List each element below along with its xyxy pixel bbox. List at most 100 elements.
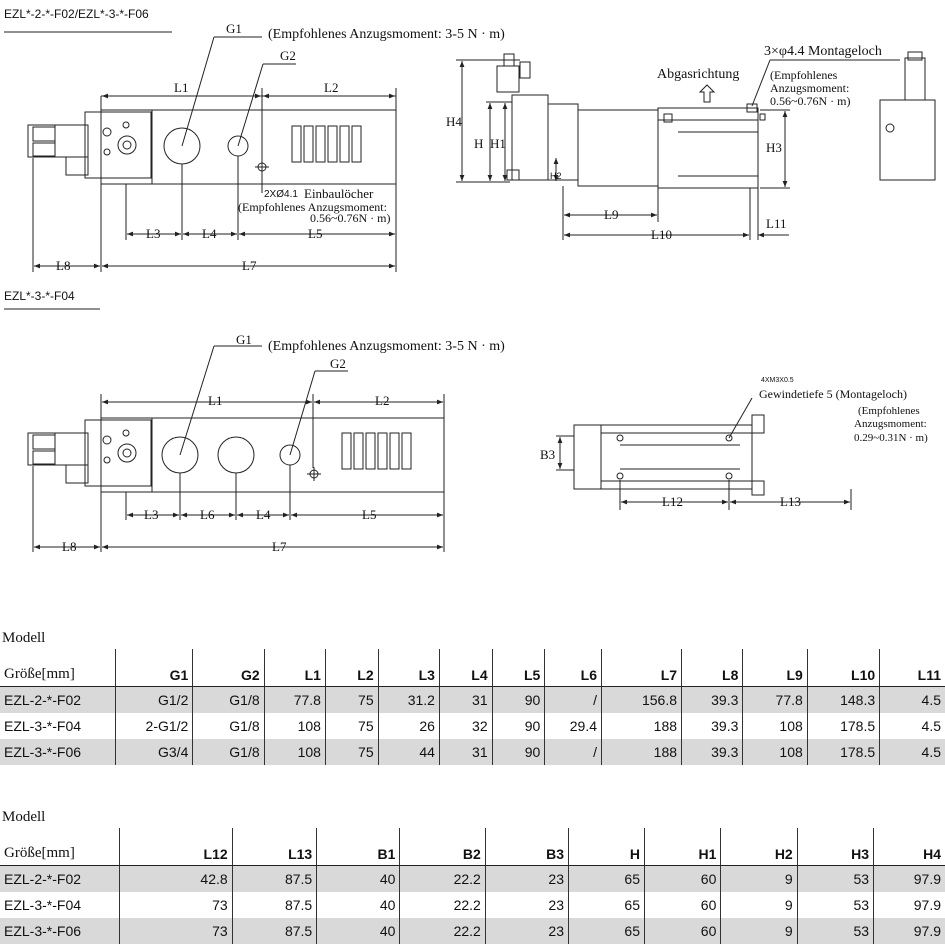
- dim-l9: L9: [604, 207, 618, 222]
- label-exhaust: Abgasrichtung: [657, 67, 739, 82]
- table-cell: 22.2: [399, 892, 486, 918]
- dim-l3: L3: [144, 507, 158, 522]
- table-cell: 178.5: [806, 739, 880, 765]
- dim-l5: L5: [308, 226, 322, 241]
- dim-l8: L8: [62, 539, 76, 554]
- dim-h3: H3: [766, 140, 782, 155]
- table-cell: 42.8: [118, 865, 233, 892]
- table-cell: 26: [377, 713, 440, 739]
- caption-top-view-1: EZL*-2-*-F02/EZL*-3-*-F06: [4, 7, 149, 21]
- table-cell: 9: [720, 892, 798, 918]
- table-cell: 23: [484, 918, 569, 944]
- table-cell: 29.4: [544, 713, 602, 739]
- table-cell: 65: [567, 918, 645, 944]
- column-header: H1: [643, 828, 721, 866]
- label-thread: 4XM3X0.5: [761, 377, 794, 384]
- table-cell: 44: [377, 739, 440, 765]
- table-cell: 97.9: [873, 918, 945, 944]
- column-header: L6: [544, 649, 602, 687]
- table-cell: 53: [796, 865, 874, 892]
- table-cell: 148.3: [806, 686, 880, 713]
- table-cell: 75: [324, 739, 379, 765]
- column-header: L13: [231, 828, 317, 866]
- label-torque-2: Anzugsmoment:: [770, 81, 849, 95]
- column-header: B2: [399, 828, 486, 866]
- table-cell: 53: [796, 918, 874, 944]
- label-g1: G1: [236, 332, 252, 347]
- column-header: L7: [601, 649, 682, 687]
- table-cell: 75: [324, 713, 379, 739]
- table-cell: 9: [720, 865, 798, 892]
- label-torque: (Empfohlenes Anzugsmoment: 3-5 N · m): [268, 27, 505, 42]
- dim-l1: L1: [208, 393, 222, 408]
- column-header: L2: [324, 649, 379, 687]
- table-cell: /: [544, 739, 602, 765]
- dim-h: H: [474, 136, 483, 151]
- table-cell: EZL-3-*-F06: [0, 918, 120, 944]
- table-cell: 178.5: [806, 713, 880, 739]
- column-header: L8: [681, 649, 743, 687]
- label-torque-2: Anzugsmoment:: [854, 418, 927, 430]
- dim-l7: L7: [242, 258, 257, 273]
- dim-l12: L12: [662, 494, 683, 509]
- dim-l5: L5: [362, 507, 376, 522]
- table-cell: 75: [324, 686, 379, 713]
- table-cell: 4.5: [879, 739, 945, 765]
- table-cell: 53: [796, 892, 874, 918]
- column-header: L5: [491, 649, 545, 687]
- table-cell: 60: [643, 918, 721, 944]
- column-header: B1: [316, 828, 400, 866]
- label-torque-1: (Empfohlenes: [770, 68, 838, 82]
- dim-l8: L8: [56, 258, 70, 273]
- table-cell: 77.8: [263, 686, 326, 713]
- bottom-view: [556, 397, 852, 510]
- column-header: Größe[mm]: [0, 828, 120, 866]
- column-header: L1: [263, 649, 326, 687]
- column-header: L4: [438, 649, 493, 687]
- table-cell: 108: [263, 739, 326, 765]
- table-cell: G1/8: [192, 686, 265, 713]
- dim-l10: L10: [651, 227, 672, 242]
- label-g1: G1: [226, 21, 242, 36]
- vent-slots: [341, 432, 412, 470]
- top-view-1: [4, 31, 397, 272]
- column-header: L9: [742, 649, 808, 687]
- column-header: H: [567, 828, 645, 866]
- dim-h1: H1: [490, 136, 506, 151]
- table-cell: 90: [491, 739, 545, 765]
- dim-l13: L13: [780, 494, 801, 509]
- vent-slots: [291, 125, 362, 163]
- table-cell: 39.3: [681, 713, 743, 739]
- table-cell: 73: [118, 918, 233, 944]
- table1-caption: Modell: [2, 630, 46, 646]
- table-cell: 40: [316, 865, 400, 892]
- table-cell: 188: [601, 739, 682, 765]
- dim-l6: L6: [200, 507, 215, 522]
- table-cell: EZL-3-*-F04: [4, 897, 82, 913]
- label-torque-3: 0.29~0.31N · m): [854, 432, 928, 444]
- table-cell: 108: [742, 713, 808, 739]
- table-cell: G1/8: [192, 713, 265, 739]
- table-cell: 87.5: [231, 865, 317, 892]
- table-cell: /: [544, 686, 602, 713]
- table-cell: 31: [438, 739, 493, 765]
- drawing-area: EZL*-2-*-F02/EZL*-3-*-F06 G1 (Empfohlene…: [4, 7, 936, 554]
- table-cell: 23: [484, 865, 569, 892]
- label-holes: 2XØ4.1: [264, 189, 298, 200]
- table-cell: 40: [316, 892, 400, 918]
- table-cell: 23: [484, 892, 569, 918]
- dim-h2: H2: [550, 171, 562, 181]
- dim-l2: L2: [375, 393, 389, 408]
- dim-b3: B3: [540, 447, 555, 462]
- label-torque: (Empfohlenes Anzugsmoment: 3-5 N · m): [268, 339, 505, 354]
- table-cell: 32: [438, 713, 493, 739]
- column-header: L11: [879, 649, 945, 687]
- label-holes-torque-1: (Empfohlenes Anzugsmoment:: [238, 200, 387, 214]
